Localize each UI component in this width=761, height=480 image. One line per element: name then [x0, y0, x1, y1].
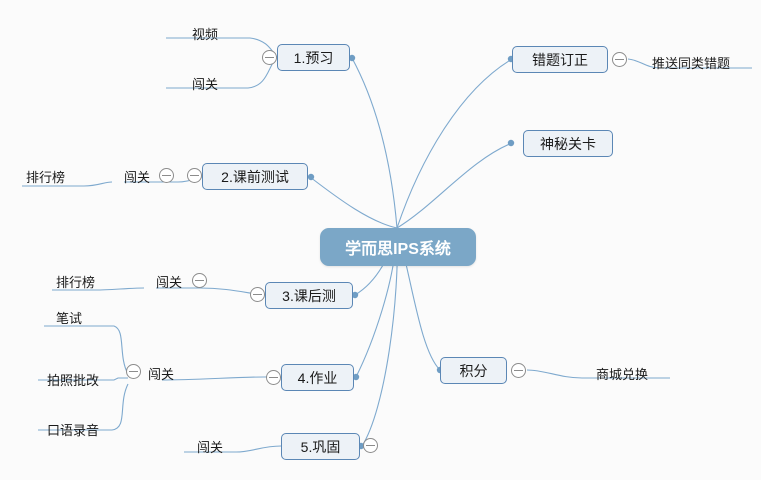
collapse-toggle-chuangguan-keqian[interactable]	[159, 168, 174, 183]
leaf-label-tuisongtongleicuoti[interactable]: 推送同类错题	[652, 56, 731, 71]
leaf-label-chuangguan-kehou[interactable]: 闯关	[156, 275, 183, 290]
branch-node-keqianceshi[interactable]: 2.课前测试	[202, 163, 308, 190]
collapse-toggle-yuxi[interactable]	[262, 50, 277, 65]
leaf-label-paizhaopigai[interactable]: 拍照批改	[47, 373, 100, 388]
branch-node-cuotidingzheng[interactable]: 错题订正	[512, 46, 608, 73]
collapse-toggle-cuotidingzheng[interactable]	[612, 52, 627, 67]
collapse-toggle-jifen[interactable]	[511, 363, 526, 378]
branch-node-yuxi[interactable]: 1.预习	[277, 44, 350, 71]
collapse-toggle-kehouce[interactable]	[250, 287, 265, 302]
collapse-toggle-zuoye[interactable]	[266, 370, 281, 385]
leaf-label-kouyuluyin[interactable]: 口语录音	[47, 423, 100, 438]
leaf-label-shipin[interactable]: 视频	[192, 27, 219, 42]
leaf-label-chuangguan-gonggu[interactable]: 闯关	[197, 440, 224, 455]
branch-node-kehouce[interactable]: 3.课后测	[265, 282, 353, 309]
branch-node-jifen[interactable]: 积分	[440, 357, 507, 384]
collapse-toggle-chuangguan-zuoye[interactable]	[126, 364, 141, 379]
leaf-label-paihangbang-kehou[interactable]: 排行榜	[56, 275, 96, 290]
leaf-label-chuangguan-keqian[interactable]: 闯关	[124, 170, 151, 185]
leaf-label-chuangguan-yuxi[interactable]: 闯关	[192, 77, 219, 92]
branch-node-shenmiguanka[interactable]: 神秘关卡	[523, 130, 613, 157]
root-node[interactable]: 学而思IPS系统	[320, 228, 476, 266]
collapse-toggle-keqianceshi[interactable]	[187, 168, 202, 183]
leaf-label-chuangguan-zuoye[interactable]: 闯关	[148, 367, 175, 382]
leaf-label-shangchengduihuan[interactable]: 商城兑换	[596, 367, 649, 382]
leaf-label-bishi[interactable]: 笔试	[56, 311, 83, 326]
collapse-toggle-chuangguan-kehou[interactable]	[192, 273, 207, 288]
collapse-toggle-gonggu[interactable]	[363, 438, 378, 453]
branch-node-gonggu[interactable]: 5.巩固	[281, 433, 360, 460]
branch-node-zuoye[interactable]: 4.作业	[281, 364, 354, 391]
leaf-label-paihangbang-keqian[interactable]: 排行榜	[26, 170, 66, 185]
